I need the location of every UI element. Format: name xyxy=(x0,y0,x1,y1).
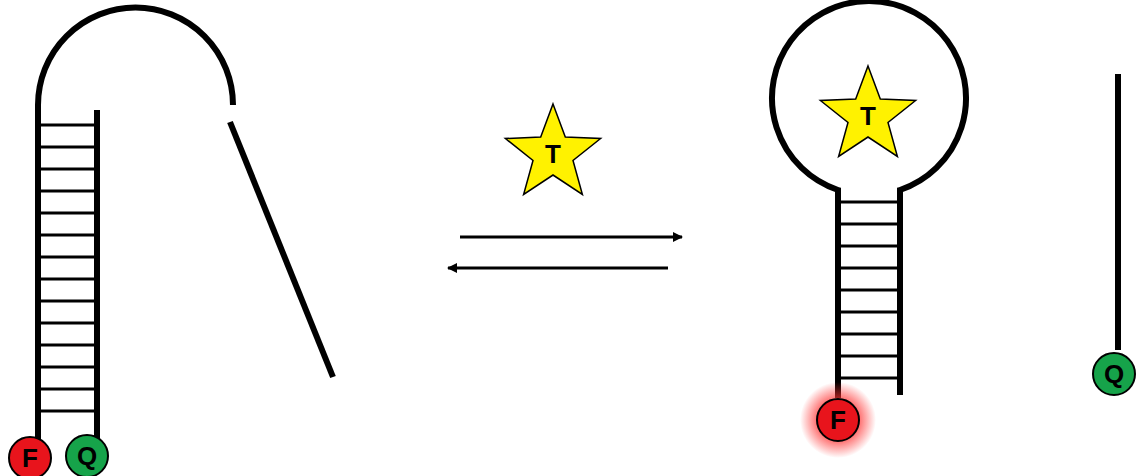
fluorophore-circle: F xyxy=(816,398,860,442)
node-label: T xyxy=(545,141,561,167)
quencher-circle: Q xyxy=(1092,352,1136,396)
node-label: F xyxy=(22,445,38,471)
fluorophore-circle: F xyxy=(8,436,52,476)
node-label: T xyxy=(860,103,876,129)
node-label: F xyxy=(830,407,846,433)
node-label: Q xyxy=(1104,361,1124,387)
quencher-circle: Q xyxy=(65,434,109,476)
node-label: Q xyxy=(77,443,97,469)
target-star: T xyxy=(503,100,603,200)
target-star: T xyxy=(818,62,918,162)
